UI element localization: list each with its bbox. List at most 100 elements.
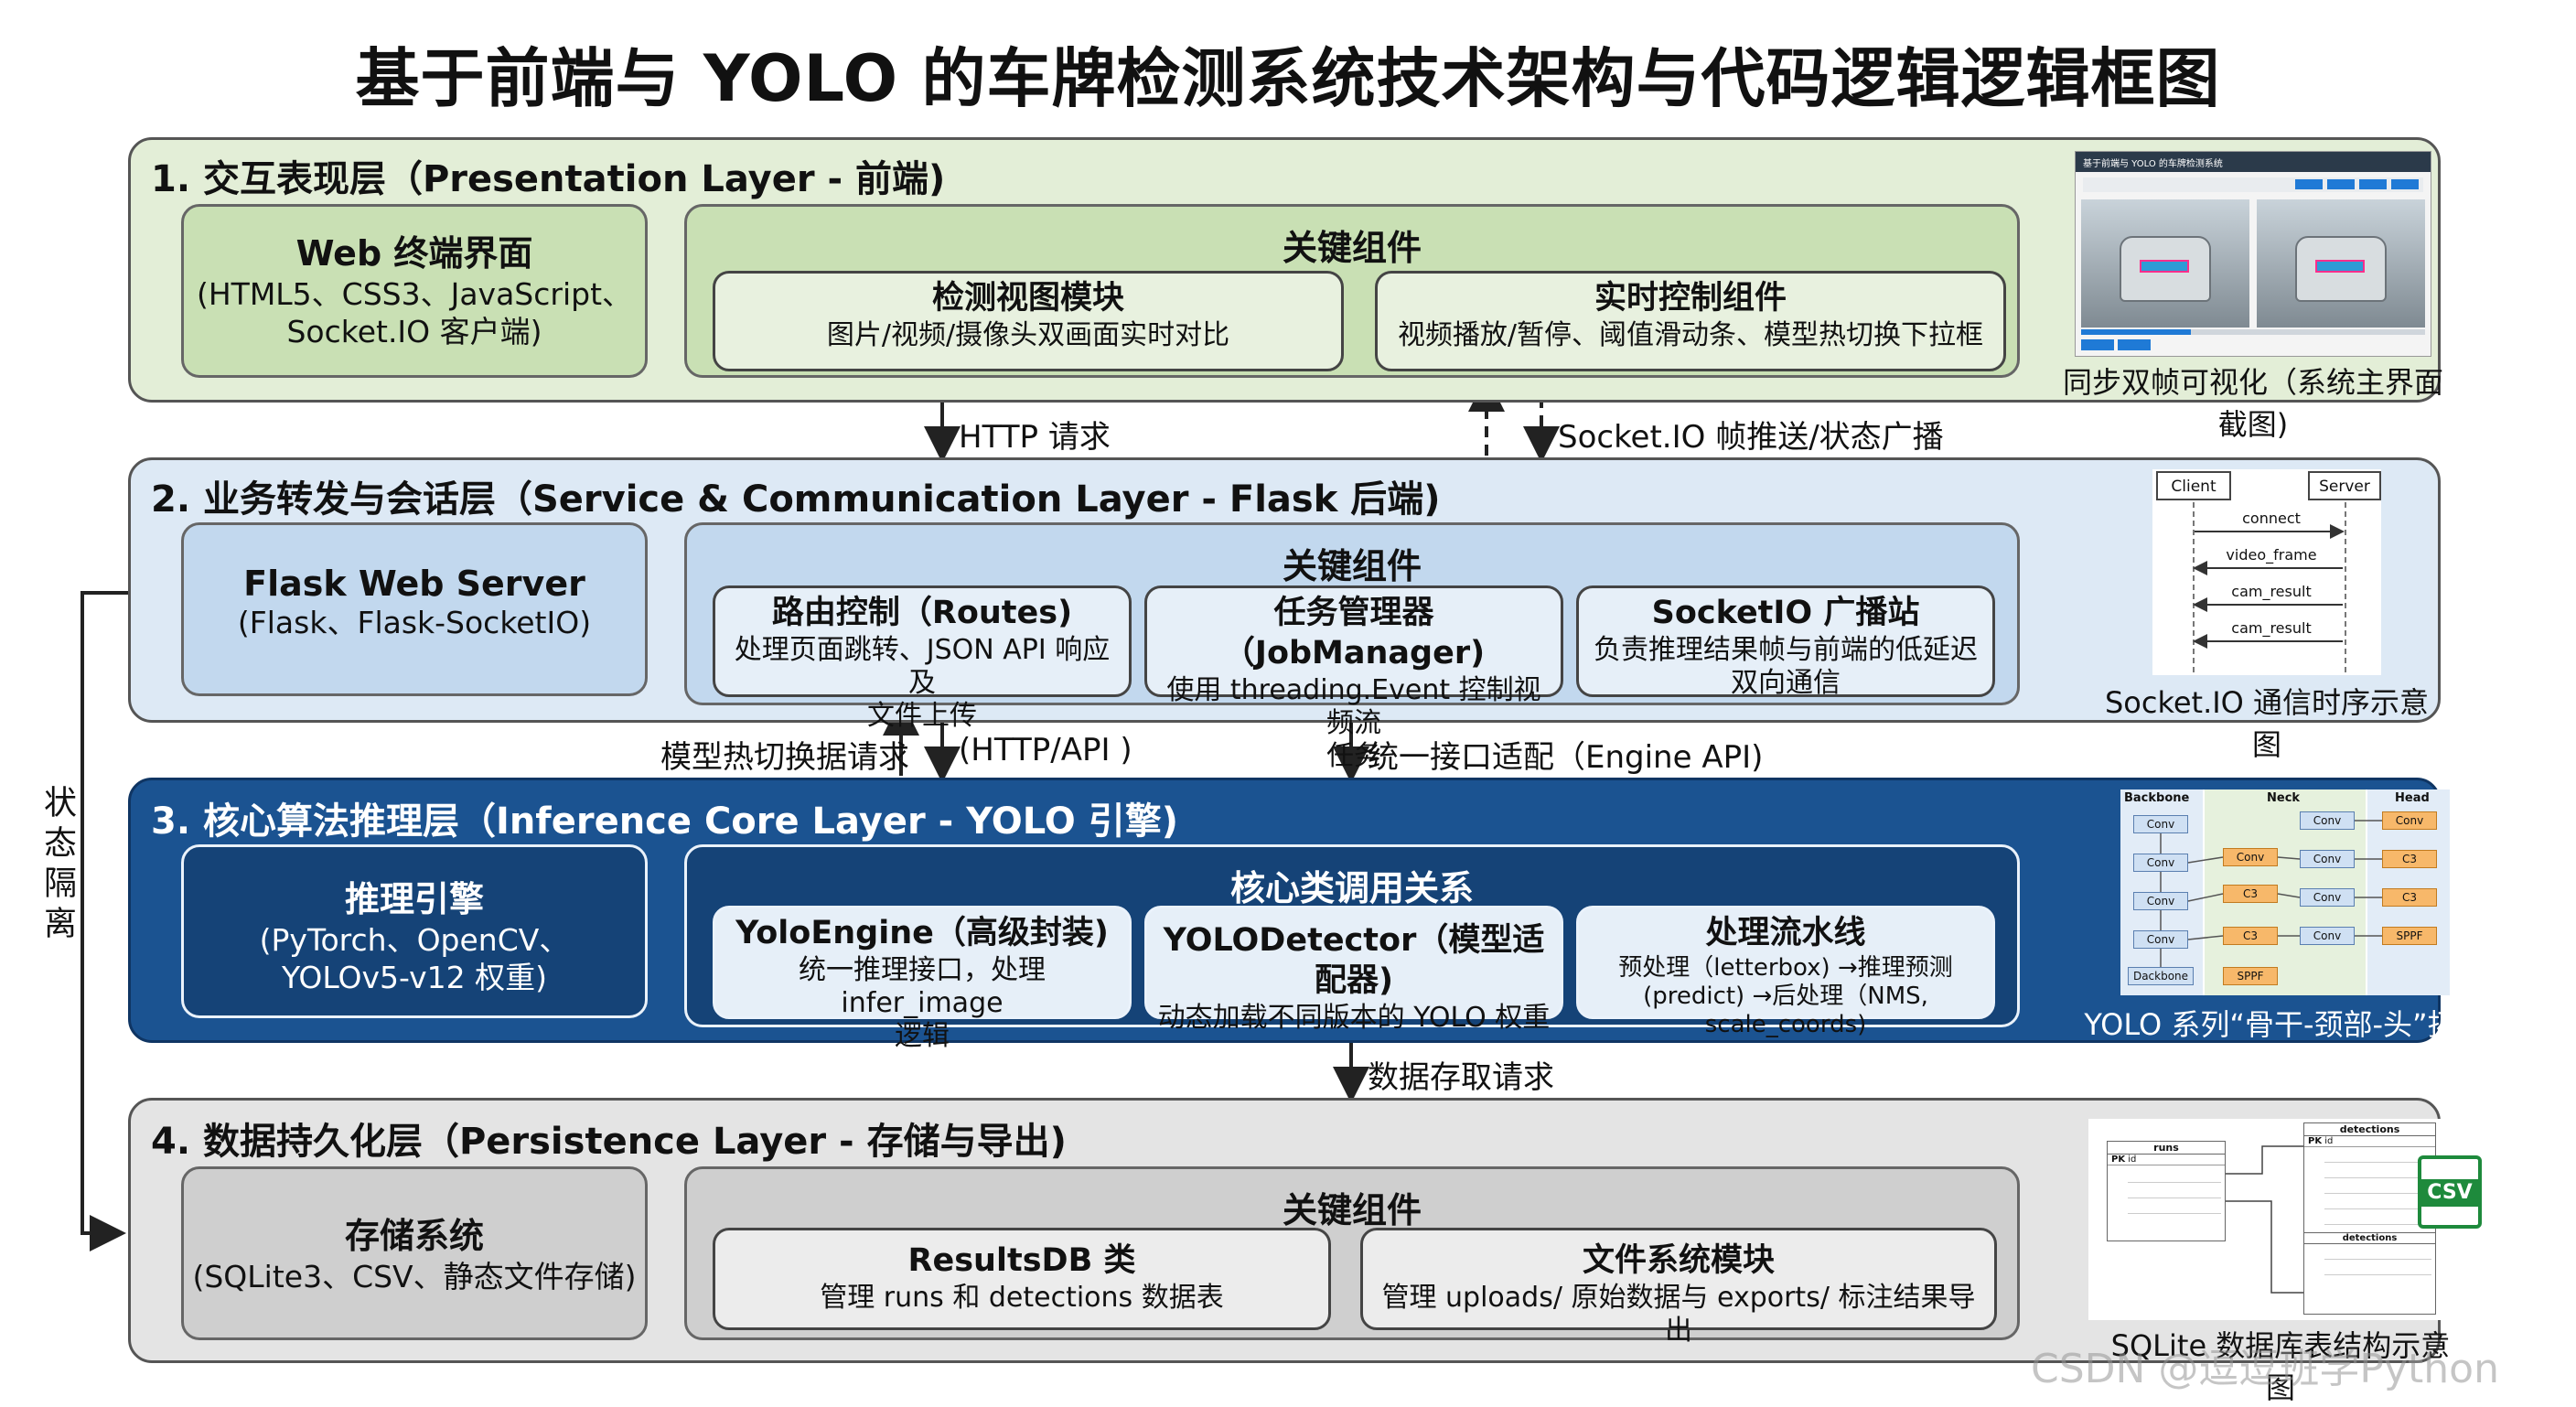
box-sub: (predict) →后处理（NMS, scale_coords) [1643,982,1928,1039]
box-title: YOLODetector（模型适配器) [1163,922,1545,999]
label-engine-api: 统一接口适配（Engine API) [1368,739,1764,776]
arch-c3-node: C3 [2223,885,2278,903]
inference-engine-title: 推理引擎 [344,879,484,919]
arch-sppf-node: SPPF [2382,927,2437,945]
box-sub: 管理 uploads/ 原始数据与 exports/ 标注结果导出 [1381,1281,1976,1347]
box-title: 实时控制组件 [1594,280,1787,317]
box-sub: 逻辑 [895,1019,950,1052]
box-sub: 文件上传 [867,699,977,732]
arch-conv-node: Conv [2133,892,2188,910]
box-title: SocketIO 广播站 [1651,595,1920,631]
detections-table-title: detections [2304,1123,2435,1136]
layer1-caption: 同步双帧可视化（系统主界面截图) [2062,365,2443,442]
seq-msg: video_frame [2226,546,2317,564]
routes-control: 路由控制（Routes) 处理页面跳转、JSON API 响应及 文件上传 [713,585,1132,732]
arch-conv-node: Conv [2133,815,2188,833]
label-http-api: (HTTP/API ) [959,732,1132,768]
seq-server-box: Server [2308,471,2381,500]
realtime-control-component: 实时控制组件 视频播放/暂停、阈值滑动条、模型热切换下拉框 [1375,271,2006,371]
web-terminal-title: Web 终端界面 [295,233,533,274]
layer1-group-title: 关键组件 [1282,228,1422,268]
arch-conv-node: Conv [2133,930,2188,949]
system-ui-screenshot: 基于前端与 YOLO 的车牌检测系统 [2075,151,2431,357]
seq-arrows [2193,524,2345,649]
side-isolation-line [80,591,128,1251]
box-title: 任务管理器（JobManager) [1222,595,1486,671]
socketio-broadcast: SocketIO 广播站 负责推理结果帧与前端的低延迟 双向通信 [1576,585,1995,699]
arch-neck-label: Neck [2267,791,2301,805]
detections-pk: PK [2308,1136,2323,1146]
layer1-title: 1. 交互表现层（Presentation Layer - 前端) [151,158,946,200]
box-title: 检测视图模块 [931,280,1124,317]
seq-msg: connect [2242,510,2301,527]
box-sub: 管理 runs 和 detections 数据表 [820,1281,1224,1314]
arch-c3-node: C3 [2382,888,2437,907]
job-manager: 任务管理器（JobManager) 使用 threading.Event 控制视… [1144,585,1563,772]
label-http-request: HTTP 请求 [959,419,1111,456]
box-title: ResultsDB 类 [907,1242,1136,1279]
box-title: YoloEngine（高级封装) [735,915,1109,951]
flask-server-title: Flask Web Server [243,564,585,604]
layer4-caption: SQLite 数据库表结构示意图 [2110,1328,2451,1405]
arch-edges [2160,820,2382,967]
layer3-core-classes: 核心类调用关系 YoloEngine（高级封装) 统一推理接口，处理 infer… [684,844,2020,1052]
runs-table: runs PK id [2107,1141,2226,1241]
web-terminal-panel: Web 终端界面 (HTML5、CSS3、JavaScript、 Socket.… [181,204,648,378]
layer4-key-components: 关键组件 ResultsDB 类 管理 runs 和 detections 数据… [684,1166,2020,1347]
yolo-architecture-diagram: Backbone Neck Head Conv Conv Conv Conv D… [2120,789,2450,995]
arch-conv-node: Conv [2300,850,2355,868]
layer-service: 2. 业务转发与会话层（Service & Communication Laye… [128,457,2441,772]
flask-server-sub: (Flask、Flask-SocketIO) [237,605,592,640]
box-sub: 双向通信 [1731,666,1841,699]
inference-engine-sub2: YOLOv5-v12 权重) [282,960,547,996]
layer-presentation: 1. 交互表现层（Presentation Layer - 前端) Web 终端… [128,137,2443,442]
arch-dackbone-node: Dackbone [2128,967,2194,985]
filesystem-module-box: 文件系统模块 管理 uploads/ 原始数据与 exports/ 标注结果导出 [1360,1228,1997,1347]
box-sub: 图片/视频/摄像头双画面实时对比 [826,318,1230,351]
layer2-title: 2. 业务转发与会话层（Service & Communication Laye… [151,478,1441,521]
yolo-detector-box: YOLODetector（模型适配器) 动态加载不同版本的 YOLO 权重 [1144,906,1563,1034]
detections-subtitle: detections [2304,1232,2435,1244]
box-sub: 处理页面跳转、JSON API 响应及 [734,633,1111,699]
box-title: 处理流水线 [1705,915,1866,951]
arch-backbone-label: Backbone [2124,791,2190,805]
inference-engine-sub1: (PyTorch、OpenCV、 [259,922,570,958]
processing-pipeline-box: 处理流水线 预处理（letterbox) →推理预测 (predict) →后处… [1576,906,1995,1038]
layer-inference: 3. 核心算法推理层（Inference Core Layer - YOLO 引… [128,778,2486,1084]
layer3-title: 3. 核心算法推理层（Inference Core Layer - YOLO 引… [151,800,1179,843]
arch-c3-node: C3 [2223,927,2278,945]
layer4-group-title: 关键组件 [1282,1190,1422,1230]
box-sub: 使用 threading.Event 控制视频流 [1166,673,1541,739]
label-socket-push: Socket.IO 帧推送/状态广播 [1558,419,1944,456]
detected-frame-image [2257,199,2425,328]
arch-conv-node: Conv [2300,888,2355,907]
arch-head-label: Head [2395,791,2430,805]
resultsdb-box: ResultsDB 类 管理 runs 和 detections 数据表 [713,1228,1331,1330]
flask-server-panel: Flask Web Server (Flask、Flask-SocketIO) [181,522,648,696]
detections-id: id [2324,1136,2334,1146]
yolo-engine-box: YoloEngine（高级封装) 统一推理接口，处理 infer_image 逻… [713,906,1132,1052]
layer2-caption: Socket.IO 通信时序示意图 [2104,685,2430,762]
seq-msg: cam_result [2231,619,2312,637]
box-sub: 负责推理结果帧与前端的低延迟 [1594,633,1978,666]
web-terminal-sub1: (HTML5、CSS3、JavaScript、 [196,276,633,312]
page-title: 基于前端与 YOLO 的车牌检测系统技术架构与代码逻辑逻辑框图 [355,41,2221,116]
layer3-caption: YOLO 系列“骨干-颈部-头”拓扑架构图 [2084,1007,2486,1084]
side-label: 状态隔离 [38,785,76,946]
arch-conv-node: Conv [2300,811,2355,830]
layer-persistence: 4. 数据持久化层（Persistence Layer - 存储与导出) 存储系… [128,1098,2482,1405]
seq-msg: cam_result [2231,583,2312,600]
screenshot-header: 基于前端与 YOLO 的车牌检测系统 [2083,159,2223,169]
box-sub: 统一推理接口，处理 infer_image [799,953,1046,1019]
storage-system-sub: (SQLite3、CSV、静态文件存储) [192,1259,637,1294]
inference-engine-panel: 推理引擎 (PyTorch、OpenCV、 YOLOv5-v12 权重) [181,844,648,1018]
arch-conv-node: Conv [2133,854,2188,872]
layer2-group-title: 关键组件 [1282,546,1422,586]
watermark: CSDN @逗逗班学Python [2031,1346,2499,1392]
box-sub: 预处理（letterbox) →推理预测 [1618,953,1953,982]
original-frame-image [2081,199,2249,328]
layer1-key-components: 关键组件 检测视图模块 图片/视频/摄像头双画面实时对比 实时控制组件 视频播放… [684,204,2020,378]
detection-view-module: 检测视图模块 图片/视频/摄像头双画面实时对比 [713,271,1344,371]
arch-conv-node: Conv [2300,927,2355,945]
box-title: 文件系统模块 [1582,1242,1775,1279]
